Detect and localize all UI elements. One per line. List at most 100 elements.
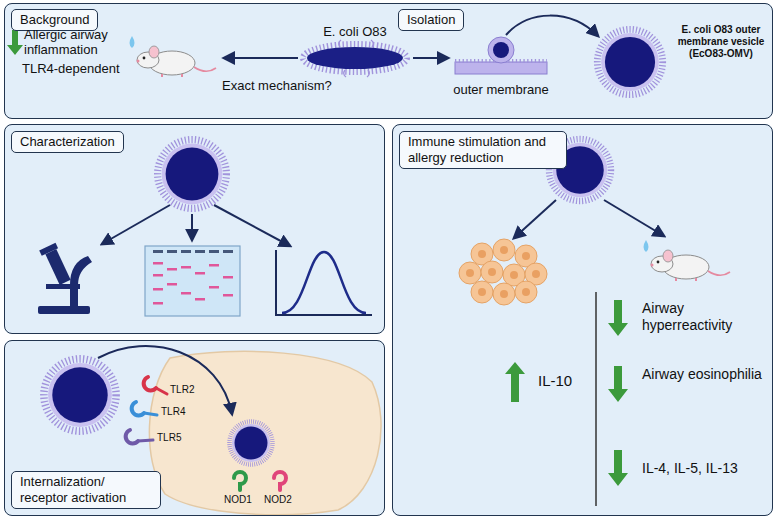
outer-membrane-vesicle: [230, 422, 273, 465]
arrow: [224, 57, 298, 59]
label-slot: TLR5: [157, 432, 191, 444]
gel: [195, 272, 205, 275]
mouse: [137, 46, 217, 77]
label-slot: Airway eosinophilia: [642, 366, 770, 383]
immune-cells: [493, 283, 515, 305]
gel: [145, 246, 240, 316]
panel-heading: Immune stimulation and allergy reduction: [399, 131, 567, 169]
immune-cell-nucleus: [532, 270, 540, 278]
microscope: [70, 256, 92, 306]
outer-membrane-vesicle: [44, 359, 116, 431]
label-text: IL-10: [538, 372, 598, 390]
outer-membrane: [455, 37, 547, 74]
arrow: [514, 200, 556, 238]
divider: [595, 292, 597, 506]
gel: [167, 250, 177, 253]
outer-membrane: [493, 42, 509, 58]
immune-cell-nucleus: [500, 246, 508, 254]
immune-cell-nucleus: [522, 252, 530, 260]
cell: [149, 351, 381, 514]
arrow: [102, 205, 170, 244]
gel: [181, 266, 191, 269]
immune-cell-nucleus: [466, 269, 474, 277]
gel: [153, 250, 233, 253]
label-text: NOD1: [224, 494, 258, 506]
label-text: Airway eosinophilia: [642, 366, 770, 383]
immune-cell-nucleus: [522, 288, 530, 296]
droplet: [644, 240, 649, 252]
panel: Internalization/ receptor activation: [4, 340, 385, 516]
label-slot: TLR2: [170, 384, 204, 396]
panel-heading: Isolation: [398, 9, 464, 31]
label-text: E. coli O83: [300, 24, 410, 39]
arrow: [98, 346, 232, 414]
immune-cells: [471, 281, 493, 303]
label-slot: NOD2: [264, 494, 298, 506]
immune-cells: [515, 281, 537, 303]
arrow: [191, 214, 193, 240]
microscope: [38, 243, 92, 314]
gel: [209, 286, 219, 289]
label-text: TLR5: [157, 432, 191, 444]
immune-cell-nucleus: [510, 271, 518, 279]
outer-membrane-vesicle: [597, 29, 662, 94]
immune-cells: [493, 239, 515, 261]
arrow: [102, 205, 290, 246]
label-text: Exact mechanism?: [222, 78, 352, 93]
gel: [223, 294, 233, 297]
increase-arrow: [505, 362, 525, 402]
bacterium: [307, 47, 403, 69]
receptor: [144, 377, 156, 390]
microscope: [38, 306, 90, 314]
label-slot: IL-10: [538, 372, 598, 390]
heading-slot: Internalization/ receptor activation: [11, 471, 161, 509]
panel-fill: [4, 3, 773, 516]
arrow: [214, 205, 290, 246]
immune-cell-nucleus: [478, 250, 486, 258]
receptor: [156, 388, 167, 394]
heading-slot: Immune stimulation and allergy reduction: [399, 131, 567, 169]
label-slot: Allergic airway inflammation: [24, 27, 132, 58]
gel: [195, 298, 205, 301]
panel-heading: Characterization: [11, 131, 124, 153]
size-distribution-curve: [276, 250, 372, 315]
label-slot: Airway hyperreactivity: [642, 300, 770, 333]
heading-slot: Characterization: [11, 131, 124, 153]
gel: [153, 262, 163, 265]
label-slot: IL-4, IL-5, IL-13: [642, 460, 770, 477]
arrow: [413, 57, 448, 59]
gel: [209, 264, 219, 267]
receptor: [234, 472, 246, 490]
bacterium: [339, 40, 374, 77]
immune-cells: [459, 262, 481, 284]
gel: [167, 268, 177, 271]
panel: Characterization: [4, 124, 385, 334]
label-text: Allergic airway inflammation: [24, 27, 132, 58]
label-slot: E. coli O83 outer membrane vesicle (EcO8…: [672, 24, 770, 59]
panel-fill: [4, 340, 385, 516]
size-distribution-curve: [276, 250, 372, 315]
gel: [145, 246, 240, 316]
gel: [153, 250, 163, 253]
receptor: [126, 430, 138, 443]
outer-membrane-vesicle: [158, 140, 227, 209]
gel: [167, 283, 177, 286]
label-text: TLR4: [161, 406, 195, 418]
panel-heading: Internalization/ receptor activation: [11, 471, 161, 509]
label-slot: outer membrane: [448, 82, 554, 97]
gel: [181, 250, 191, 253]
heading-slot: Isolation: [398, 9, 464, 31]
immune-cells: [459, 239, 547, 305]
receptor: [138, 440, 153, 441]
label-slot: TLR4-dependent: [22, 61, 134, 76]
label-text: TLR4-dependent: [22, 61, 134, 76]
decrease-arrow: [608, 300, 628, 486]
decrease-arrow: [608, 450, 628, 486]
microscope: [45, 249, 70, 285]
decrease-arrow: [608, 300, 628, 336]
arrow: [506, 16, 598, 36]
panel-fill: [4, 124, 385, 334]
immune-cell-nucleus: [488, 268, 496, 276]
